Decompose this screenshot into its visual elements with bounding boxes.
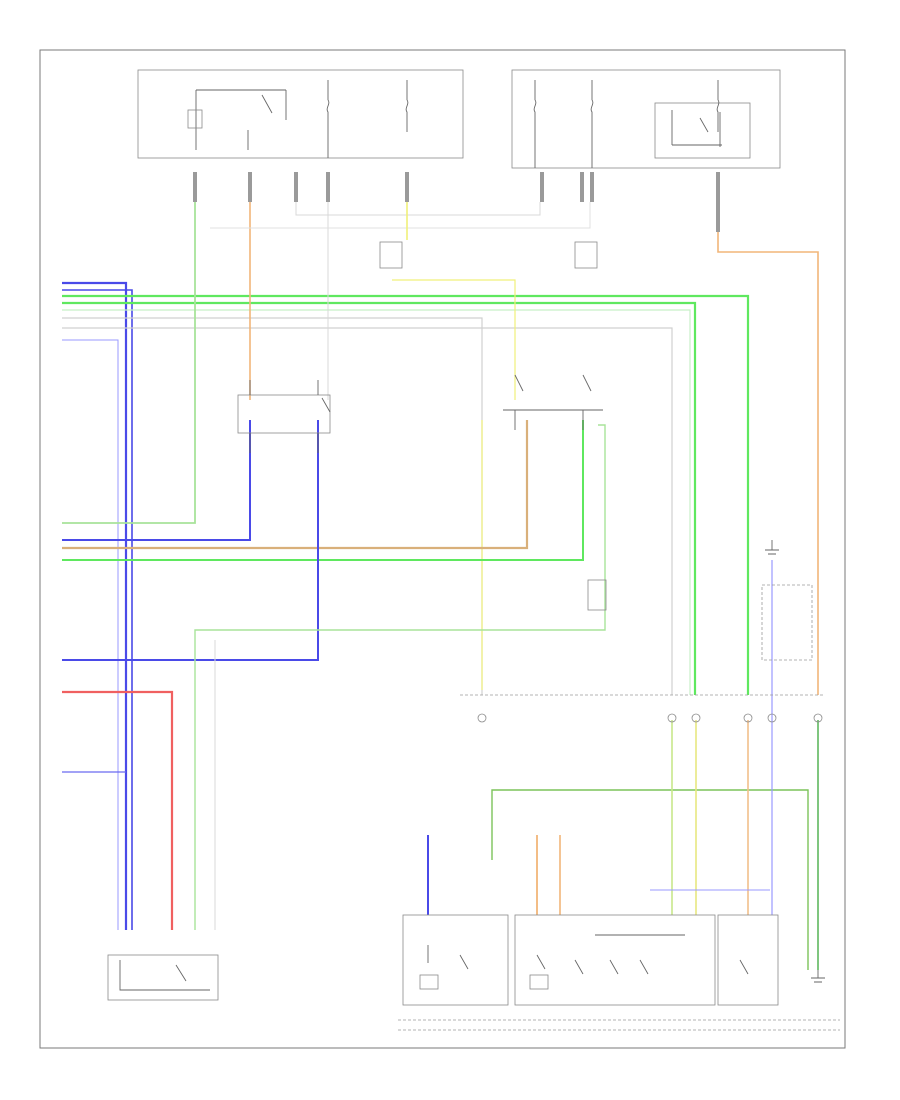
relay-under-dash: [187, 89, 287, 150]
relay-middle-right: [503, 374, 603, 430]
wire-blue: [62, 420, 319, 661]
fuse-symbol: [716, 80, 720, 132]
wire-olive: [491, 789, 809, 970]
wire-blue: [62, 281, 128, 930]
wire-gray: [295, 202, 541, 216]
diagram-frame: [39, 49, 846, 1049]
fuse-group-top: [326, 80, 720, 168]
relay-control-module: [671, 110, 722, 147]
wire-yellow: [392, 279, 516, 400]
wire-blue-thin: [62, 339, 119, 930]
wire-blue: [62, 289, 133, 930]
bottom-left-switch: [119, 960, 210, 991]
fuse-symbol: [533, 80, 537, 168]
bottom-left-switch-box: [107, 954, 219, 1001]
under-hood-fuse-relay-box: [511, 69, 781, 169]
under-dash-fuse-relay-box: [137, 69, 464, 159]
wire-green: [62, 294, 750, 695]
wire-gray: [210, 202, 591, 229]
fuse-symbol: [590, 80, 594, 168]
wire-green: [62, 420, 584, 561]
bottom-right-module-b: [514, 914, 716, 1006]
fuse-symbol: [326, 80, 330, 158]
relay-small-a: [379, 241, 403, 269]
connector-right-small: [761, 584, 813, 661]
fuse-symbol: [405, 80, 409, 132]
wire-green-vertical: [62, 202, 196, 524]
relay-small-b: [574, 241, 598, 269]
relay-middle-left: [237, 380, 331, 453]
wire-red: [62, 690, 174, 930]
wire-tan: [62, 420, 529, 550]
top-connector-pins: [193, 172, 720, 232]
wire-green-light: [194, 424, 606, 930]
bottom-switches: [419, 934, 749, 990]
bottom-right-module-a: [402, 914, 509, 1006]
wire-gray: [62, 327, 673, 695]
wire-orange: [717, 232, 819, 695]
bottom-right-module-c: [717, 914, 779, 1006]
ground-symbol-bottom: [811, 970, 825, 983]
wire-blue: [62, 420, 251, 541]
control-module-box: [654, 102, 751, 159]
connector-pins-row: [477, 713, 823, 723]
wire-green: [62, 301, 697, 695]
relay-small-c: [587, 579, 607, 611]
ground-symbol: [765, 540, 779, 555]
wire-green-light: [62, 309, 691, 695]
